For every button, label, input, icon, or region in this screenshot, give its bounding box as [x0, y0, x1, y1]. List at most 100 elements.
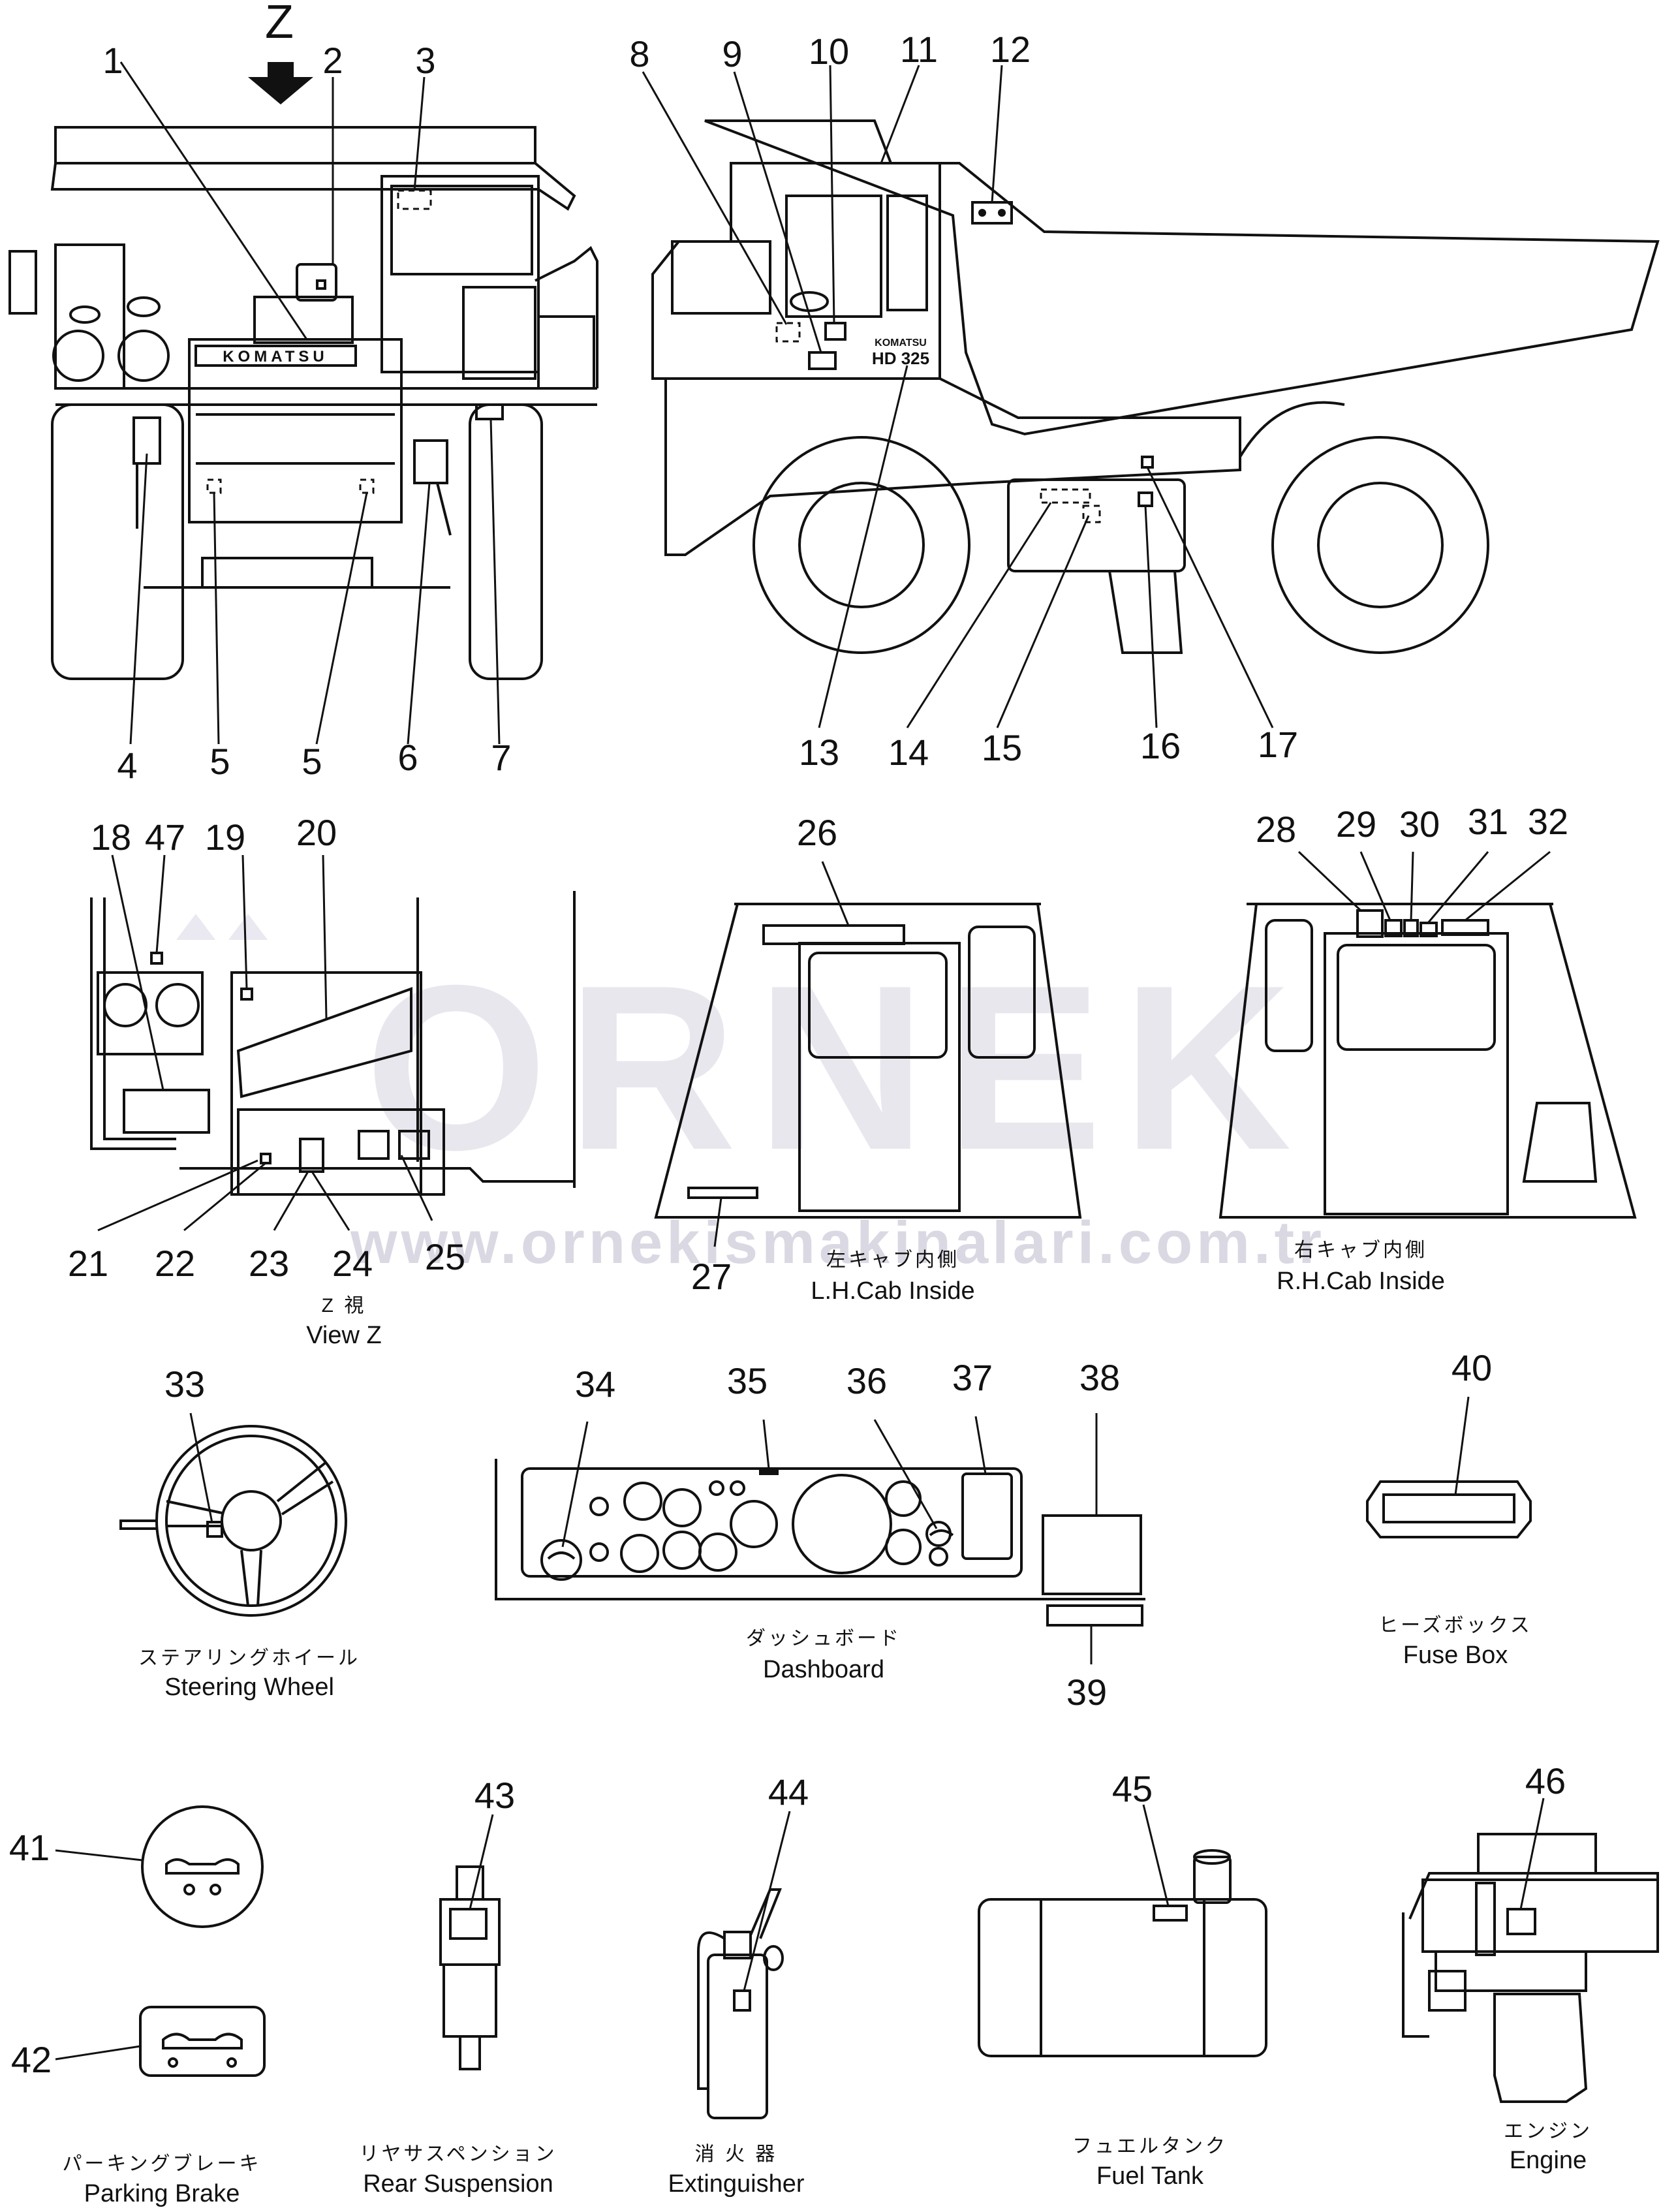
fuse-box-outline	[1366, 1480, 1532, 1538]
leader-46	[1519, 1798, 1545, 1910]
label-27-mark	[687, 1187, 758, 1199]
label-46-mark	[1506, 1908, 1536, 1935]
right-light-lower	[413, 439, 448, 484]
callout-5-right: 5	[302, 741, 322, 782]
watermark-mark	[228, 914, 268, 940]
rh-door	[1324, 932, 1509, 1215]
parking-symbol	[165, 1858, 240, 1875]
seat	[253, 296, 354, 344]
caption-engine-jp: エンジン	[1504, 2121, 1592, 2142]
gauge-panel	[97, 971, 204, 1055]
extinguisher-valve	[723, 1931, 752, 1959]
canopy-edge	[50, 162, 576, 211]
label-12-dot	[998, 209, 1006, 217]
steering-rim-outer	[155, 1425, 347, 1617]
leader-29	[1359, 851, 1391, 921]
callout-47: 47	[145, 817, 185, 858]
floor-edge	[179, 1167, 574, 1183]
watermark-url: www.ornekismakinalari.com.tr	[350, 1209, 1326, 1276]
lever	[119, 1519, 157, 1530]
rail	[535, 245, 598, 388]
label-44-mark	[733, 1989, 751, 2012]
leader-10	[829, 65, 835, 324]
caption-fuse-jp: ヒーズボックス	[1378, 1615, 1532, 1636]
leader-9	[733, 71, 822, 353]
view-z-arrow	[248, 62, 313, 104]
steering-wheel-detail	[119, 1425, 347, 1617]
dash-gauge	[885, 1480, 922, 1517]
callout-26: 26	[797, 812, 837, 853]
logo-plate	[194, 345, 357, 367]
label-14-mark	[1040, 488, 1091, 504]
dash-outline	[495, 1459, 1145, 1600]
label-28-mark	[1356, 909, 1384, 938]
dash-knob	[540, 1539, 582, 1581]
right-wheel	[469, 403, 543, 680]
caption-view-z-en: View Z	[306, 1322, 381, 1349]
dash-gauge	[623, 1482, 662, 1521]
label-10-mark	[824, 322, 846, 341]
steering-hub	[221, 1490, 282, 1551]
callout-4: 4	[117, 745, 137, 786]
spoke-right	[276, 1461, 334, 1516]
callout-46: 46	[1525, 1760, 1566, 1801]
label-39-mark	[1046, 1604, 1143, 1627]
watermark-brand: ORNEK	[365, 937, 1311, 1199]
leader-45	[1142, 1804, 1170, 1907]
dump-canopy	[54, 126, 536, 164]
parking-plate-dot	[168, 2057, 178, 2068]
callout-42: 42	[11, 2039, 52, 2080]
spoke-bottom	[240, 1550, 262, 1606]
leader-1	[119, 61, 308, 340]
caption-view-z-jp: Z 視	[322, 1295, 367, 1316]
label-35-mark	[759, 1469, 779, 1475]
lh-cab-inside	[654, 903, 1082, 1219]
leader-23	[273, 1171, 309, 1231]
rail-box	[537, 315, 595, 390]
caption-steering-jp: ステアリングホイール	[138, 1647, 360, 1669]
leader-3	[413, 76, 426, 191]
engine-detail	[1402, 1833, 1659, 2103]
cab-window-rear	[886, 195, 928, 311]
watermark: ORNEK www.ornekismakinalari.com.tr	[176, 914, 1326, 1276]
leader-13	[818, 365, 908, 728]
label-37-mark	[961, 1472, 1013, 1560]
rear-rim	[1317, 482, 1444, 608]
mirror	[296, 263, 337, 302]
rh-panel	[1522, 1102, 1598, 1183]
callout-21: 21	[68, 1243, 108, 1284]
label-3-mark	[397, 189, 432, 210]
rh-door-window	[1337, 944, 1496, 1051]
leader-17	[1146, 467, 1274, 728]
callout-9: 9	[722, 33, 742, 74]
label-24-mark	[358, 1130, 390, 1160]
air-tank	[117, 330, 170, 382]
engine-pipe	[1475, 1882, 1496, 1956]
leader-30	[1410, 851, 1414, 921]
leader-31	[1427, 851, 1489, 924]
leader-11	[880, 65, 920, 164]
front-rim	[798, 482, 925, 608]
front-bumper	[201, 557, 373, 589]
callout-2: 2	[322, 40, 343, 81]
gauge	[155, 983, 200, 1027]
caption-parking-en: Parking Brake	[84, 2180, 240, 2207]
fuel-tank-body	[978, 1898, 1267, 2057]
label-19-mark	[240, 988, 253, 1001]
extinguisher-handle	[749, 1888, 782, 1939]
label-9-mark	[808, 351, 837, 370]
callout-23: 23	[249, 1243, 289, 1284]
callout-25: 25	[425, 1236, 465, 1277]
leader-20	[322, 854, 328, 1019]
tank-cap	[69, 305, 101, 324]
fuse-box-label	[1382, 1493, 1515, 1523]
transmission	[1493, 1993, 1588, 2103]
label-20-mark	[236, 987, 412, 1098]
leader-25	[400, 1155, 433, 1221]
lh-side-window	[968, 926, 1036, 1059]
leader-36	[873, 1419, 938, 1529]
label-16-mark	[1138, 491, 1153, 507]
callout-38: 38	[1079, 1357, 1120, 1398]
caption-fuel-tank-jp: フュエルタンク	[1072, 2136, 1228, 2157]
